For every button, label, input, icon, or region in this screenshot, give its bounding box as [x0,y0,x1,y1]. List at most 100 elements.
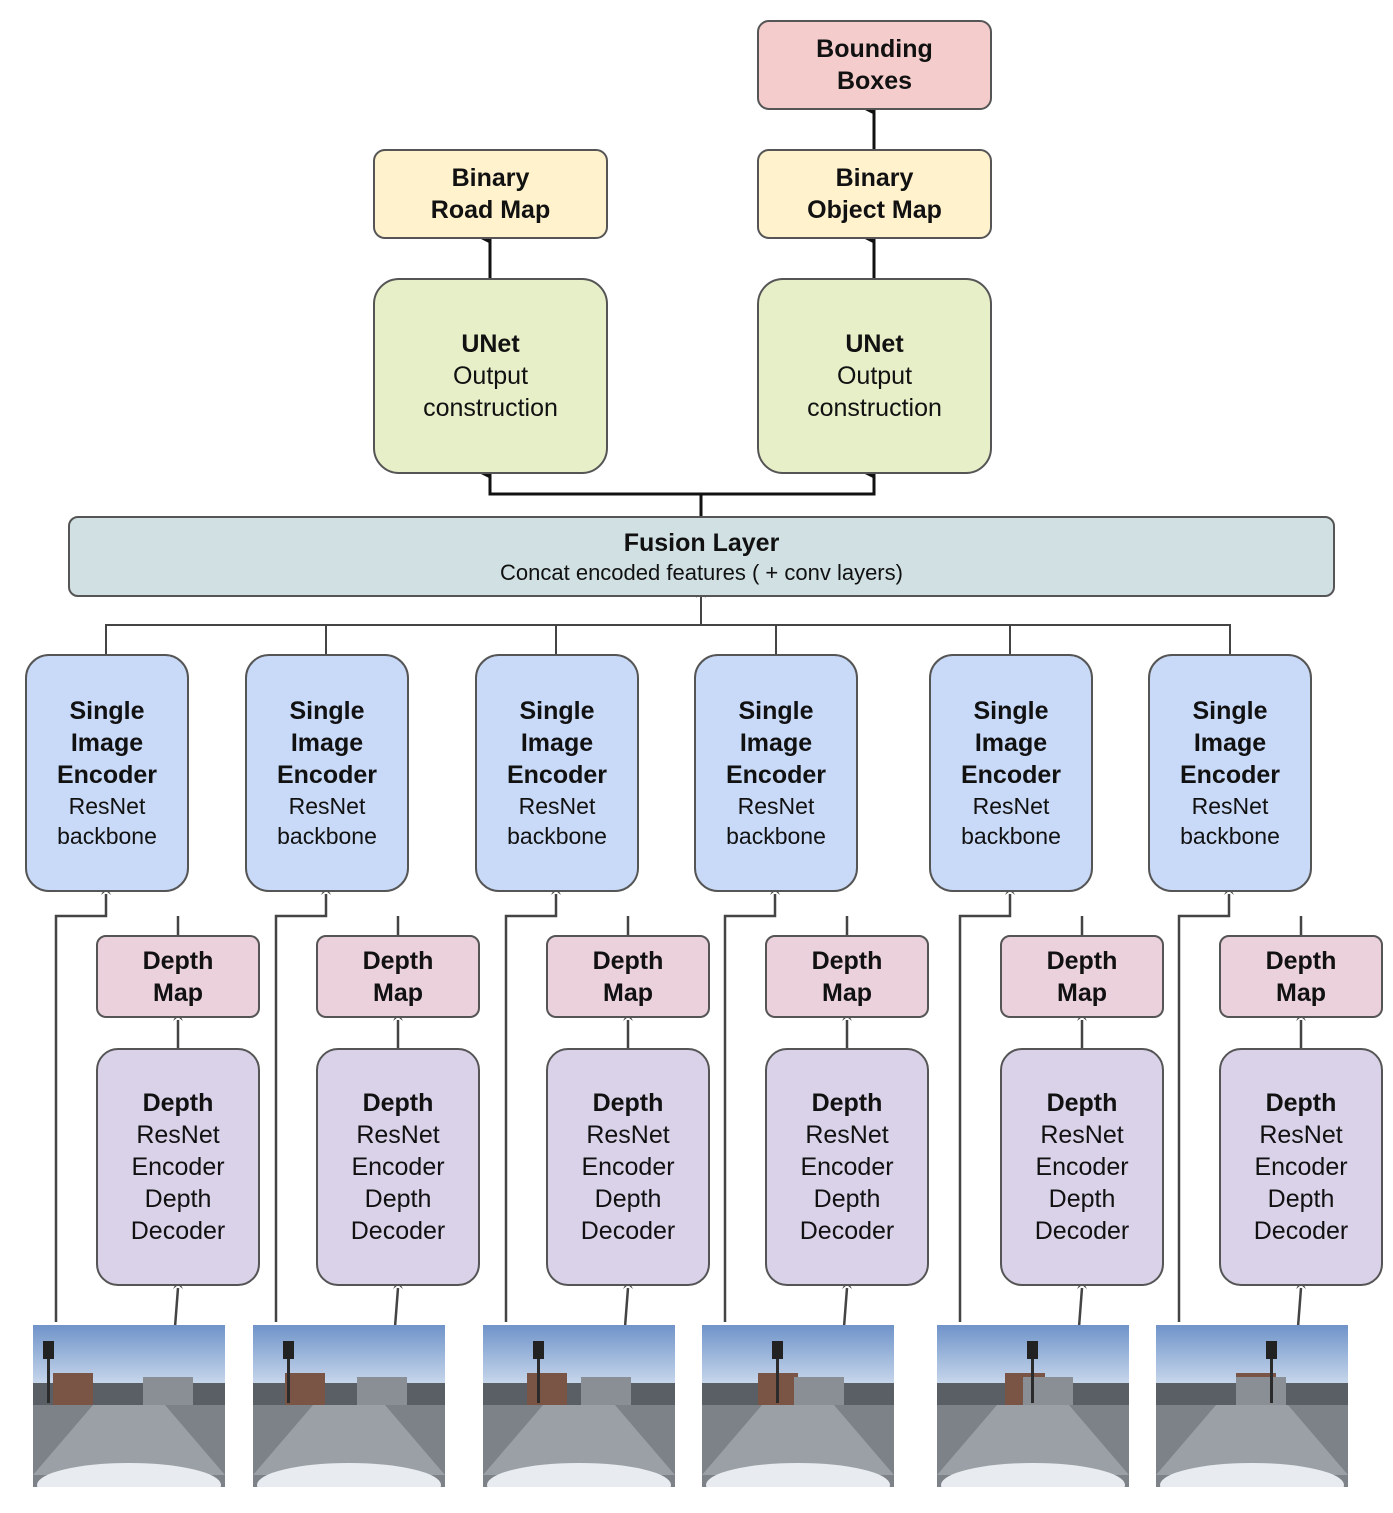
node-label: Road Map [430,196,551,224]
node-label: Depth [142,1089,214,1117]
node-label: Decoder [1034,1217,1130,1245]
node-label: Map [153,978,203,1007]
node-label: Depth [364,1185,432,1213]
fusion-to-unet-right [701,469,876,496]
node-label: Encoder [581,1153,675,1181]
column-wire [1077,1280,1087,1328]
node-label: ResNet [805,1121,889,1149]
column-wire [623,1280,633,1328]
column-wire [274,886,331,1322]
node-label: Decoder [799,1217,895,1245]
fusion-title: Fusion Layer [623,528,780,557]
node-label: Encoder [506,761,608,789]
node-label: Encoder [56,761,158,789]
node-label: ResNet [136,1121,220,1149]
node-label: Depth [813,1185,881,1213]
camera-image-3 [483,1325,675,1487]
binary-road-map-node: Binary Road Map [373,149,608,239]
node-label: Depth [1265,946,1337,975]
node-label: Depth [1046,946,1118,975]
node-label: Map [1276,978,1326,1007]
node-label: Encoder [1254,1153,1348,1181]
node-label: Depth [811,946,883,975]
node-label: Depth [142,946,214,975]
column-wire [958,886,1015,1322]
node-label: ResNet [518,793,596,819]
node-label: ResNet [737,793,815,819]
fusion-to-unets [481,469,703,516]
fusion-layer-node: Fusion Layer Concat encoded features ( +… [68,516,1335,597]
encoders-bus [105,624,1231,654]
node-label: Output [452,362,529,390]
node-label: Depth [592,1089,664,1117]
column-wire [1177,886,1234,1322]
node-label: Encoder [1179,761,1281,789]
node-label: Depth [1048,1185,1116,1213]
column-wire [393,1280,403,1328]
node-label: ResNet [1040,1121,1124,1149]
camera-image-4 [702,1325,894,1487]
camera-image-2 [253,1325,445,1487]
node-label: construction [423,394,558,422]
node-label: ResNet [356,1121,440,1149]
node-label: backbone [57,823,157,849]
node-label: Map [373,978,423,1007]
node-label: Single [1192,697,1268,725]
node-label: backbone [961,823,1061,849]
node-label: backbone [507,823,607,849]
node-label: Decoder [350,1217,446,1245]
node-label: Image [290,729,364,757]
column-wire [842,1280,852,1328]
node-label: ResNet [972,793,1050,819]
camera-image-6 [1156,1325,1348,1487]
node-label: Encoder [351,1153,445,1181]
unet-road-node: UNet Output construction [373,278,608,474]
node-label: Depth [1046,1089,1118,1117]
node-label: Decoder [580,1217,676,1245]
column-wire [54,886,111,1322]
node-label: Boxes [836,67,913,95]
node-label: Encoder [276,761,378,789]
node-label: Output [836,362,913,390]
binary-object-map-node: Binary Object Map [757,149,992,239]
column-wire [1296,1280,1306,1328]
column-wire [723,886,780,1322]
node-label: Depth [592,946,664,975]
node-label: Decoder [1253,1217,1349,1245]
node-label: Map [822,978,872,1007]
node-label: Depth [1267,1185,1335,1213]
node-label: ResNet [586,1121,670,1149]
camera-image-5 [937,1325,1129,1487]
node-label: Binary [451,164,530,192]
node-label: ResNet [1191,793,1269,819]
node-label: Encoder [1035,1153,1129,1181]
node-label: Image [1193,729,1267,757]
node-label: Single [289,697,365,725]
node-label: Image [739,729,813,757]
node-label: Single [69,697,145,725]
node-title: UNet [461,330,520,358]
node-title: UNet [845,330,904,358]
node-label: ResNet [68,793,146,819]
column-wire [504,886,561,1322]
node-label: Single [973,697,1049,725]
camera-image-1 [33,1325,225,1487]
node-label: ResNet [288,793,366,819]
node-label: backbone [726,823,826,849]
node-label: Image [974,729,1048,757]
